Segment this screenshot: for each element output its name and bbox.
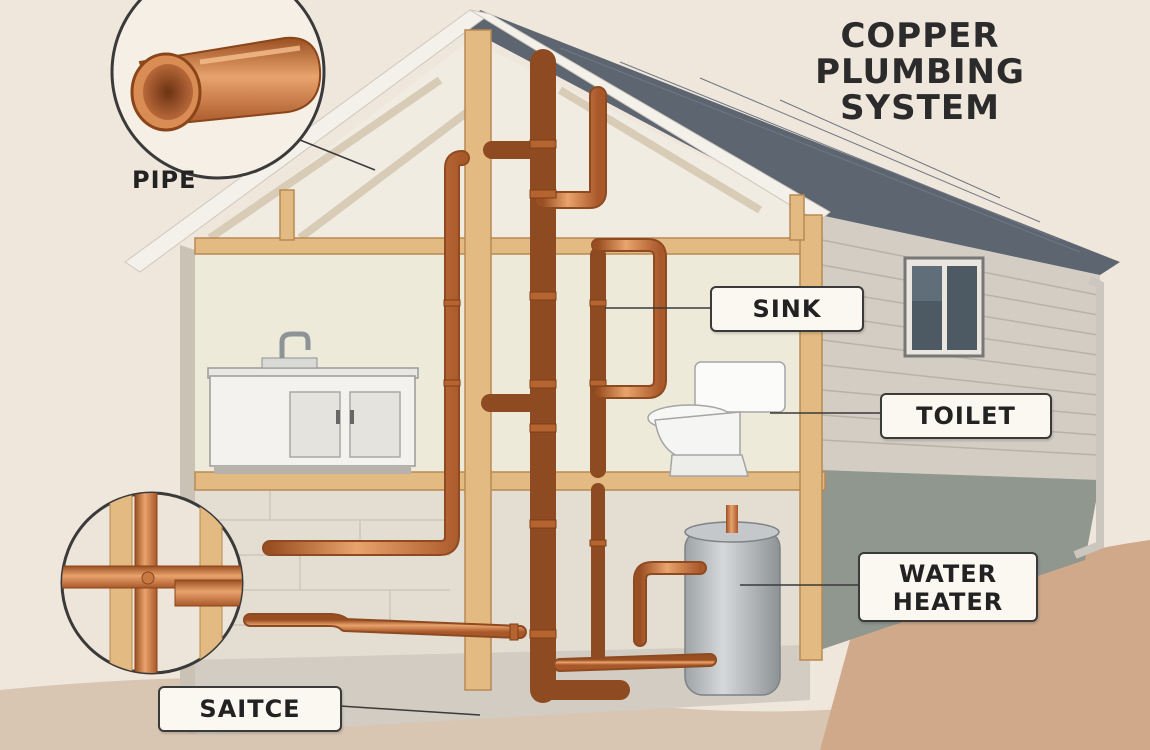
window [903,256,985,358]
label-water-heater-line1: WATER [898,560,998,588]
label-sink: SINK [710,286,864,332]
leader-lines [299,139,880,716]
label-saitce: SAITCE [158,686,342,732]
downspout [1073,276,1104,559]
roof-trim-ridge [469,9,831,223]
copper-pipes [243,49,717,703]
label-pipe: PIPE [132,166,197,194]
label-sink-text: SINK [752,295,822,323]
toilet [647,361,786,477]
joint-magnifier [60,491,244,675]
title-line-3: SYSTEM [840,88,1000,128]
label-water-heater: WATER HEATER [858,552,1038,622]
label-saitce-text: SAITCE [199,695,301,723]
label-toilet: TOILET [880,393,1052,439]
sink-vanity [207,331,419,474]
label-water-heater-line2: HEATER [892,588,1004,616]
diagram-title: COPPER PLUMBING SYSTEM [800,18,1040,126]
label-toilet-text: TOILET [916,402,1016,430]
pipe-fittings [443,139,607,641]
soil [820,540,1150,750]
title-line-1: COPPER [840,16,1000,56]
title-line-2: PLUMBING [815,52,1025,92]
pipe-magnifier [110,0,326,180]
shingle-lines [559,47,1081,253]
